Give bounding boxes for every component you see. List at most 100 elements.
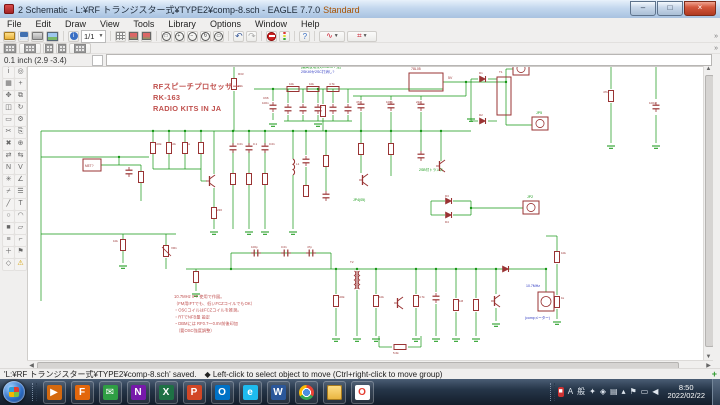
svg-text:0.01: 0.01 [281, 245, 287, 249]
taskbar-powerpoint-icon[interactable]: P [182, 380, 206, 404]
menu-library[interactable]: Library [168, 19, 196, 29]
info-button[interactable]: i [68, 30, 79, 42]
svg-text:MET?: MET? [85, 164, 94, 168]
scroll-left-icon[interactable]: ◀ [29, 363, 34, 369]
menu-tools[interactable]: Tools [133, 19, 155, 29]
menu-draw[interactable]: Draw [65, 19, 87, 29]
zoom-select-button[interactable]: ▭ [213, 30, 225, 42]
taskbar-ie-icon[interactable]: e [238, 380, 262, 404]
taskbar-clock[interactable]: 8:50 2022/02/22 [667, 383, 705, 401]
taskbar-outlook-icon[interactable]: O [210, 380, 234, 404]
zoom-in-button[interactable]: + [174, 30, 186, 42]
command-frame-icon [92, 54, 103, 66]
frame-button-2[interactable] [56, 42, 67, 54]
taskbar-excel-icon[interactable]: X [154, 380, 178, 404]
maximize-button[interactable]: □ [657, 1, 683, 16]
undo-button[interactable]: ↶ [233, 30, 245, 42]
svg-text:100k: 100k [155, 142, 162, 146]
vertical-scrollbar[interactable]: ▲ ▼ [703, 66, 714, 360]
svg-text:10k: 10k [113, 239, 118, 243]
stop-button[interactable] [266, 30, 278, 42]
scroll-right-icon[interactable]: ▶ [706, 363, 711, 369]
zoom-select-icon: ▭ [214, 31, 224, 41]
toolbar-overflow-icon[interactable]: » [714, 32, 718, 40]
switch-to-board-button[interactable]: ∿▼ [319, 30, 346, 42]
menu-help[interactable]: Help [300, 19, 320, 29]
start-button[interactable] [3, 381, 25, 403]
svg-text:10k: 10k [561, 251, 566, 255]
taskbar-onenote-icon[interactable]: N [126, 380, 150, 404]
taskbar-word-icon[interactable]: W [266, 380, 290, 404]
tray-divider [549, 383, 555, 401]
layer-dropdown[interactable]: 1/1▼ [81, 29, 107, 43]
taskbar-mail-icon[interactable]: ✉ [98, 380, 122, 404]
tray-caret-icon[interactable]: ▴ [621, 387, 626, 396]
redo-button[interactable]: ↷ [246, 30, 258, 42]
menu-file[interactable]: File [7, 19, 22, 29]
display-layers-button[interactable] [128, 30, 140, 42]
frame-button-1[interactable] [43, 42, 54, 54]
tray-display-icon[interactable]: ▭ [640, 387, 649, 396]
toolbar-separator [261, 31, 263, 41]
menu-options[interactable]: Options [209, 19, 241, 29]
help-button[interactable]: ? [299, 30, 311, 42]
ime-mode-a-icon[interactable]: A [567, 387, 574, 396]
command-input[interactable] [106, 54, 712, 66]
taskbar-chrome-icon[interactable] [294, 380, 318, 404]
tray-volume-icon[interactable]: ◀ [652, 387, 659, 396]
svg-text:R33: R33 [238, 72, 244, 76]
zoom-fit-button[interactable]: □ [161, 30, 173, 42]
sheet-list-button[interactable] [19, 42, 41, 54]
palette-erc-icon[interactable]: ⚠ [14, 258, 27, 271]
tray-tool3-icon[interactable]: ▤ [609, 387, 618, 396]
schematic-canvas[interactable]: 7V10μ(高周波電流のON/OFF注)2SK49か2SC打消し?R3322kC… [27, 66, 705, 361]
svg-text:D1: D1 [479, 71, 483, 75]
menu-view[interactable]: View [100, 19, 120, 29]
tray-tool2-icon[interactable]: ◈ [599, 387, 606, 396]
taskbar-red-app-icon[interactable]: O [350, 380, 374, 404]
tray-tool1-icon[interactable]: ✦ [589, 387, 596, 396]
taskbar-firefox-icon[interactable]: F [70, 380, 94, 404]
minimize-button[interactable]: – [630, 1, 656, 16]
grid-button[interactable] [115, 30, 127, 42]
print-button[interactable] [31, 30, 44, 42]
window-controls: – □ × [629, 1, 716, 16]
grow-icon[interactable]: + [711, 369, 717, 379]
save-button[interactable] [18, 30, 29, 42]
scroll-up-icon[interactable]: ▲ [705, 66, 712, 72]
scroll-down-icon[interactable]: ▼ [705, 354, 712, 360]
toolbar-separator [294, 31, 296, 41]
toolbar-separator [228, 31, 230, 41]
frame-button-3[interactable] [69, 42, 91, 54]
run-ulp-button[interactable]: ⌗▼ [347, 30, 378, 42]
zoom-redraw-button[interactable]: ↻ [200, 30, 212, 42]
ime-mode-general-icon[interactable]: 般 [577, 387, 586, 396]
tray-antivirus-icon[interactable]: ■ [557, 387, 564, 397]
taskbar-explorer-icon[interactable] [322, 380, 346, 404]
svg-text:D2: D2 [479, 113, 483, 117]
display-last-button[interactable] [141, 30, 153, 42]
svg-text:47u: 47u [356, 100, 361, 104]
svg-text:(高周波電流のON/OFF注): (高周波電流のON/OFF注) [301, 67, 341, 69]
svg-text:100k: 100k [338, 295, 345, 299]
svg-text:JP2: JP2 [527, 195, 533, 199]
export-image-button[interactable] [46, 30, 59, 42]
traffic-light-button[interactable] [279, 30, 291, 42]
menu-edit[interactable]: Edit [35, 19, 52, 29]
title-bar[interactable]: 2 Schematic - L:¥RF トランジスター式¥TYPE2¥comp-… [0, 0, 720, 19]
taskbar-media-player-icon[interactable]: ▶ [42, 380, 66, 404]
toolbar-overflow-icon[interactable]: » [714, 44, 718, 52]
close-button[interactable]: × [684, 1, 716, 16]
open-button[interactable] [3, 30, 16, 42]
zoom-fit-icon: □ [162, 31, 172, 41]
layer-value: 1/1 [84, 31, 95, 41]
powerpoint-logo-icon: P [186, 384, 202, 400]
zoom-out-button[interactable]: − [187, 30, 199, 42]
traffic-light-icon [282, 31, 287, 41]
sheet-thumb-button[interactable] [3, 42, 17, 54]
tray-flag-icon[interactable]: ⚑ [629, 387, 637, 396]
show-desktop-button[interactable] [712, 379, 720, 405]
menu-window[interactable]: Window [254, 19, 287, 29]
